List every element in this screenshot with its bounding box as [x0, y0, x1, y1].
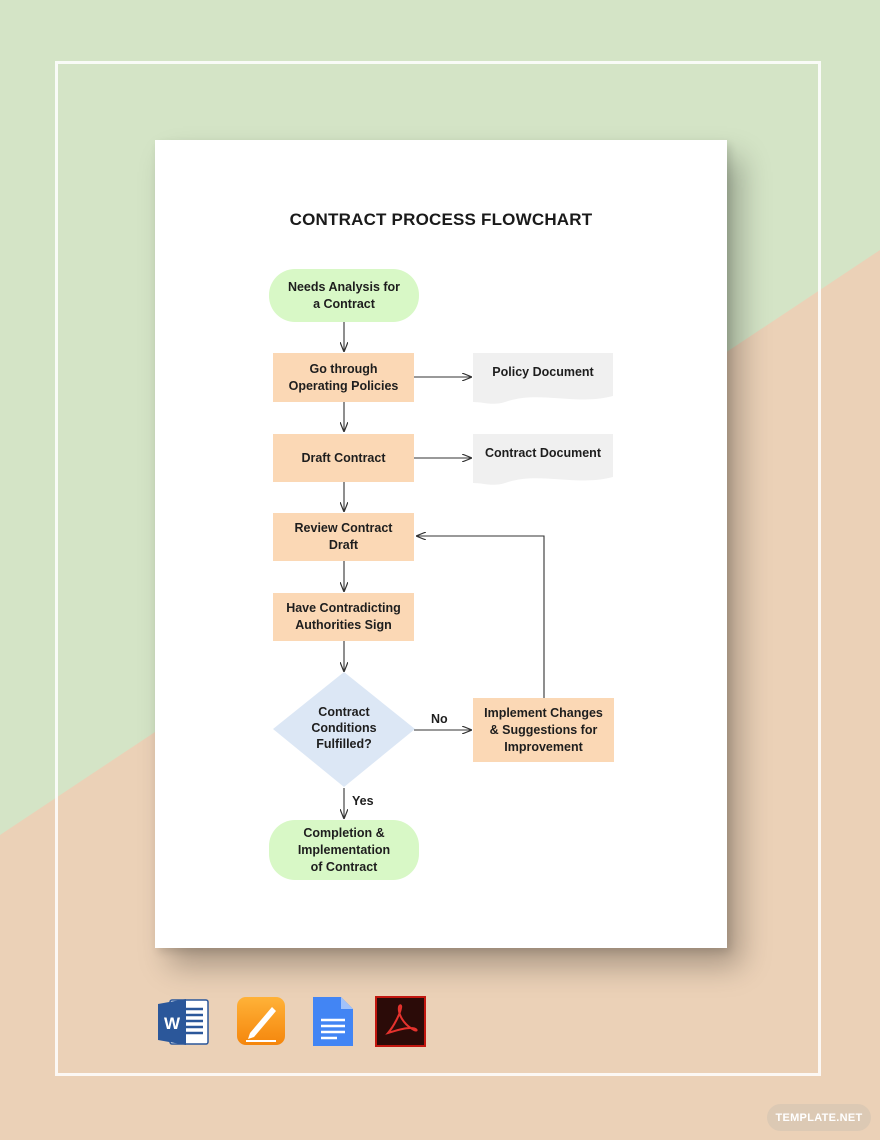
decision-diamond — [273, 672, 415, 787]
process-authorities-sign: Have Contradicting Authorities Sign — [273, 593, 414, 641]
policy-document-shape — [473, 353, 613, 404]
flowchart-document: CONTRACT PROCESS FLOWCHART Needs Analysi… — [155, 140, 727, 948]
decorative-frame — [55, 61, 821, 1076]
page-title: CONTRACT PROCESS FLOWCHART — [289, 210, 593, 229]
pages-icon[interactable] — [234, 996, 288, 1048]
pdf-icon[interactable] — [374, 996, 428, 1048]
arrow-implement-to-review — [417, 536, 545, 698]
start-terminal: Needs Analysis for a Contract — [269, 269, 419, 322]
contract-document-label: Contract Document — [485, 446, 601, 460]
process-review-contract-draft: Review Contract Draft — [273, 513, 414, 561]
watermark-badge: TEMPLATE.NET — [767, 1104, 871, 1131]
edge-label-yes: Yes — [352, 794, 374, 808]
google-docs-icon[interactable] — [306, 996, 360, 1048]
decision-label: Contract Conditions Fulfilled? — [311, 705, 377, 751]
policy-document-label: Policy Document — [492, 365, 594, 379]
end-terminal: Completion & Implementation of Contract — [269, 820, 419, 880]
process-implement-changes: Implement Changes & Suggestions for Impr… — [473, 698, 614, 762]
edge-label-no: No — [431, 712, 448, 726]
process-draft-contract: Draft Contract — [273, 434, 414, 482]
word-icon[interactable]: W — [156, 996, 210, 1048]
contract-document-shape — [473, 434, 613, 485]
process-operating-policies: Go through Operating Policies — [273, 353, 414, 402]
svg-text:W: W — [164, 1014, 181, 1033]
connectors — [273, 322, 613, 948]
